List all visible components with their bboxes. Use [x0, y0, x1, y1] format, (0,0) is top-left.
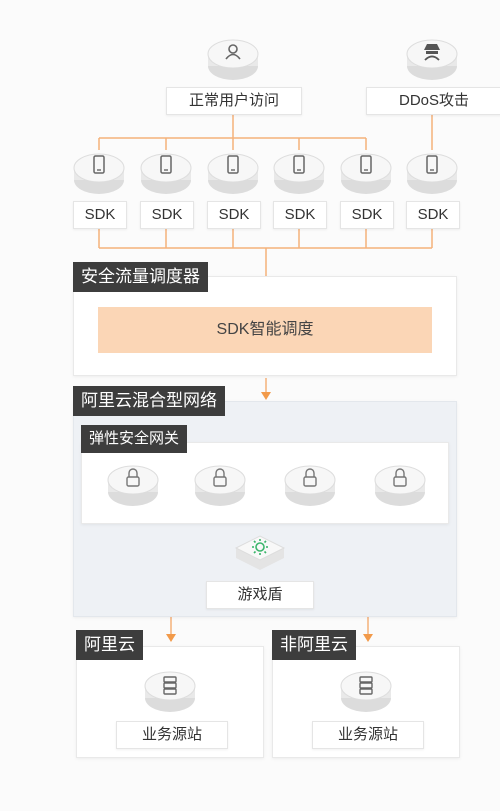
- aliyun-origin-label: 业务源站: [116, 721, 228, 749]
- user-icon: [225, 44, 241, 60]
- ddos-attacker-node: [406, 36, 458, 84]
- ddos-label-text: DDoS攻击: [398, 92, 469, 109]
- aliyun-origin-node: [144, 668, 196, 716]
- game-shield-label-text: 游戏盾: [237, 586, 283, 603]
- sdk-label: SDK: [273, 201, 327, 229]
- phone-icon: [93, 155, 105, 174]
- sdk-smart-scheduling-bar: SDK智能调度: [98, 307, 432, 353]
- aliyun-origin-label-text: 业务源站: [141, 726, 202, 743]
- sdk-label-text: SDK: [284, 206, 316, 223]
- lock-icon: [393, 468, 407, 487]
- lock-icon: [213, 468, 227, 487]
- game-shield-node: [232, 530, 288, 576]
- gateway-lock-node: [107, 462, 159, 510]
- sdk-node: [73, 150, 125, 198]
- sdk-node: [273, 150, 325, 198]
- scheduler-title: 安全流量调度器: [73, 262, 208, 292]
- sdk-label: SDK: [73, 201, 127, 229]
- non-aliyun-title: 非阿里云: [272, 630, 356, 660]
- gateway-lock-node: [194, 462, 246, 510]
- hybrid-network-title: 阿里云混合型网络: [73, 386, 225, 416]
- sdk-label: SDK: [340, 201, 394, 229]
- normal-user-label: 正常用户访问: [166, 87, 302, 115]
- phone-icon: [160, 155, 172, 174]
- sdk-node: [207, 150, 259, 198]
- aliyun-title: 阿里云: [76, 630, 143, 660]
- sdk-label: SDK: [140, 201, 194, 229]
- phone-icon: [360, 155, 372, 174]
- server-icon: [163, 676, 177, 695]
- server-icon: [359, 676, 373, 695]
- sdk-label-text: SDK: [417, 206, 449, 223]
- shield-icon: [252, 539, 268, 555]
- sdk-label-text: SDK: [84, 206, 116, 223]
- phone-icon: [293, 155, 305, 174]
- gateway-lock-node: [374, 462, 426, 510]
- sdk-node: [140, 150, 192, 198]
- lock-icon: [126, 468, 140, 487]
- sdk-node: [406, 150, 458, 198]
- elastic-gateway-title: 弹性安全网关: [81, 425, 188, 453]
- normal-user-node: [207, 36, 259, 84]
- normal-user-label-text: 正常用户访问: [188, 92, 279, 109]
- non-aliyun-origin-label-text: 业务源站: [337, 726, 398, 743]
- phone-icon: [426, 155, 438, 174]
- sdk-label: SDK: [406, 201, 460, 229]
- sdk-label-text: SDK: [151, 206, 183, 223]
- sdk-label-text: SDK: [218, 206, 250, 223]
- sdk-label: SDK: [207, 201, 261, 229]
- sdk-node: [340, 150, 392, 198]
- non-aliyun-origin-label: 业务源站: [312, 721, 424, 749]
- game-shield-label: 游戏盾: [206, 581, 314, 609]
- gateway-lock-node: [284, 462, 336, 510]
- sdk-label-text: SDK: [351, 206, 383, 223]
- hacker-icon: [424, 44, 440, 61]
- non-aliyun-origin-node: [340, 668, 392, 716]
- ddos-label: DDoS攻击: [366, 87, 500, 115]
- lock-icon: [303, 468, 317, 487]
- phone-icon: [227, 155, 239, 174]
